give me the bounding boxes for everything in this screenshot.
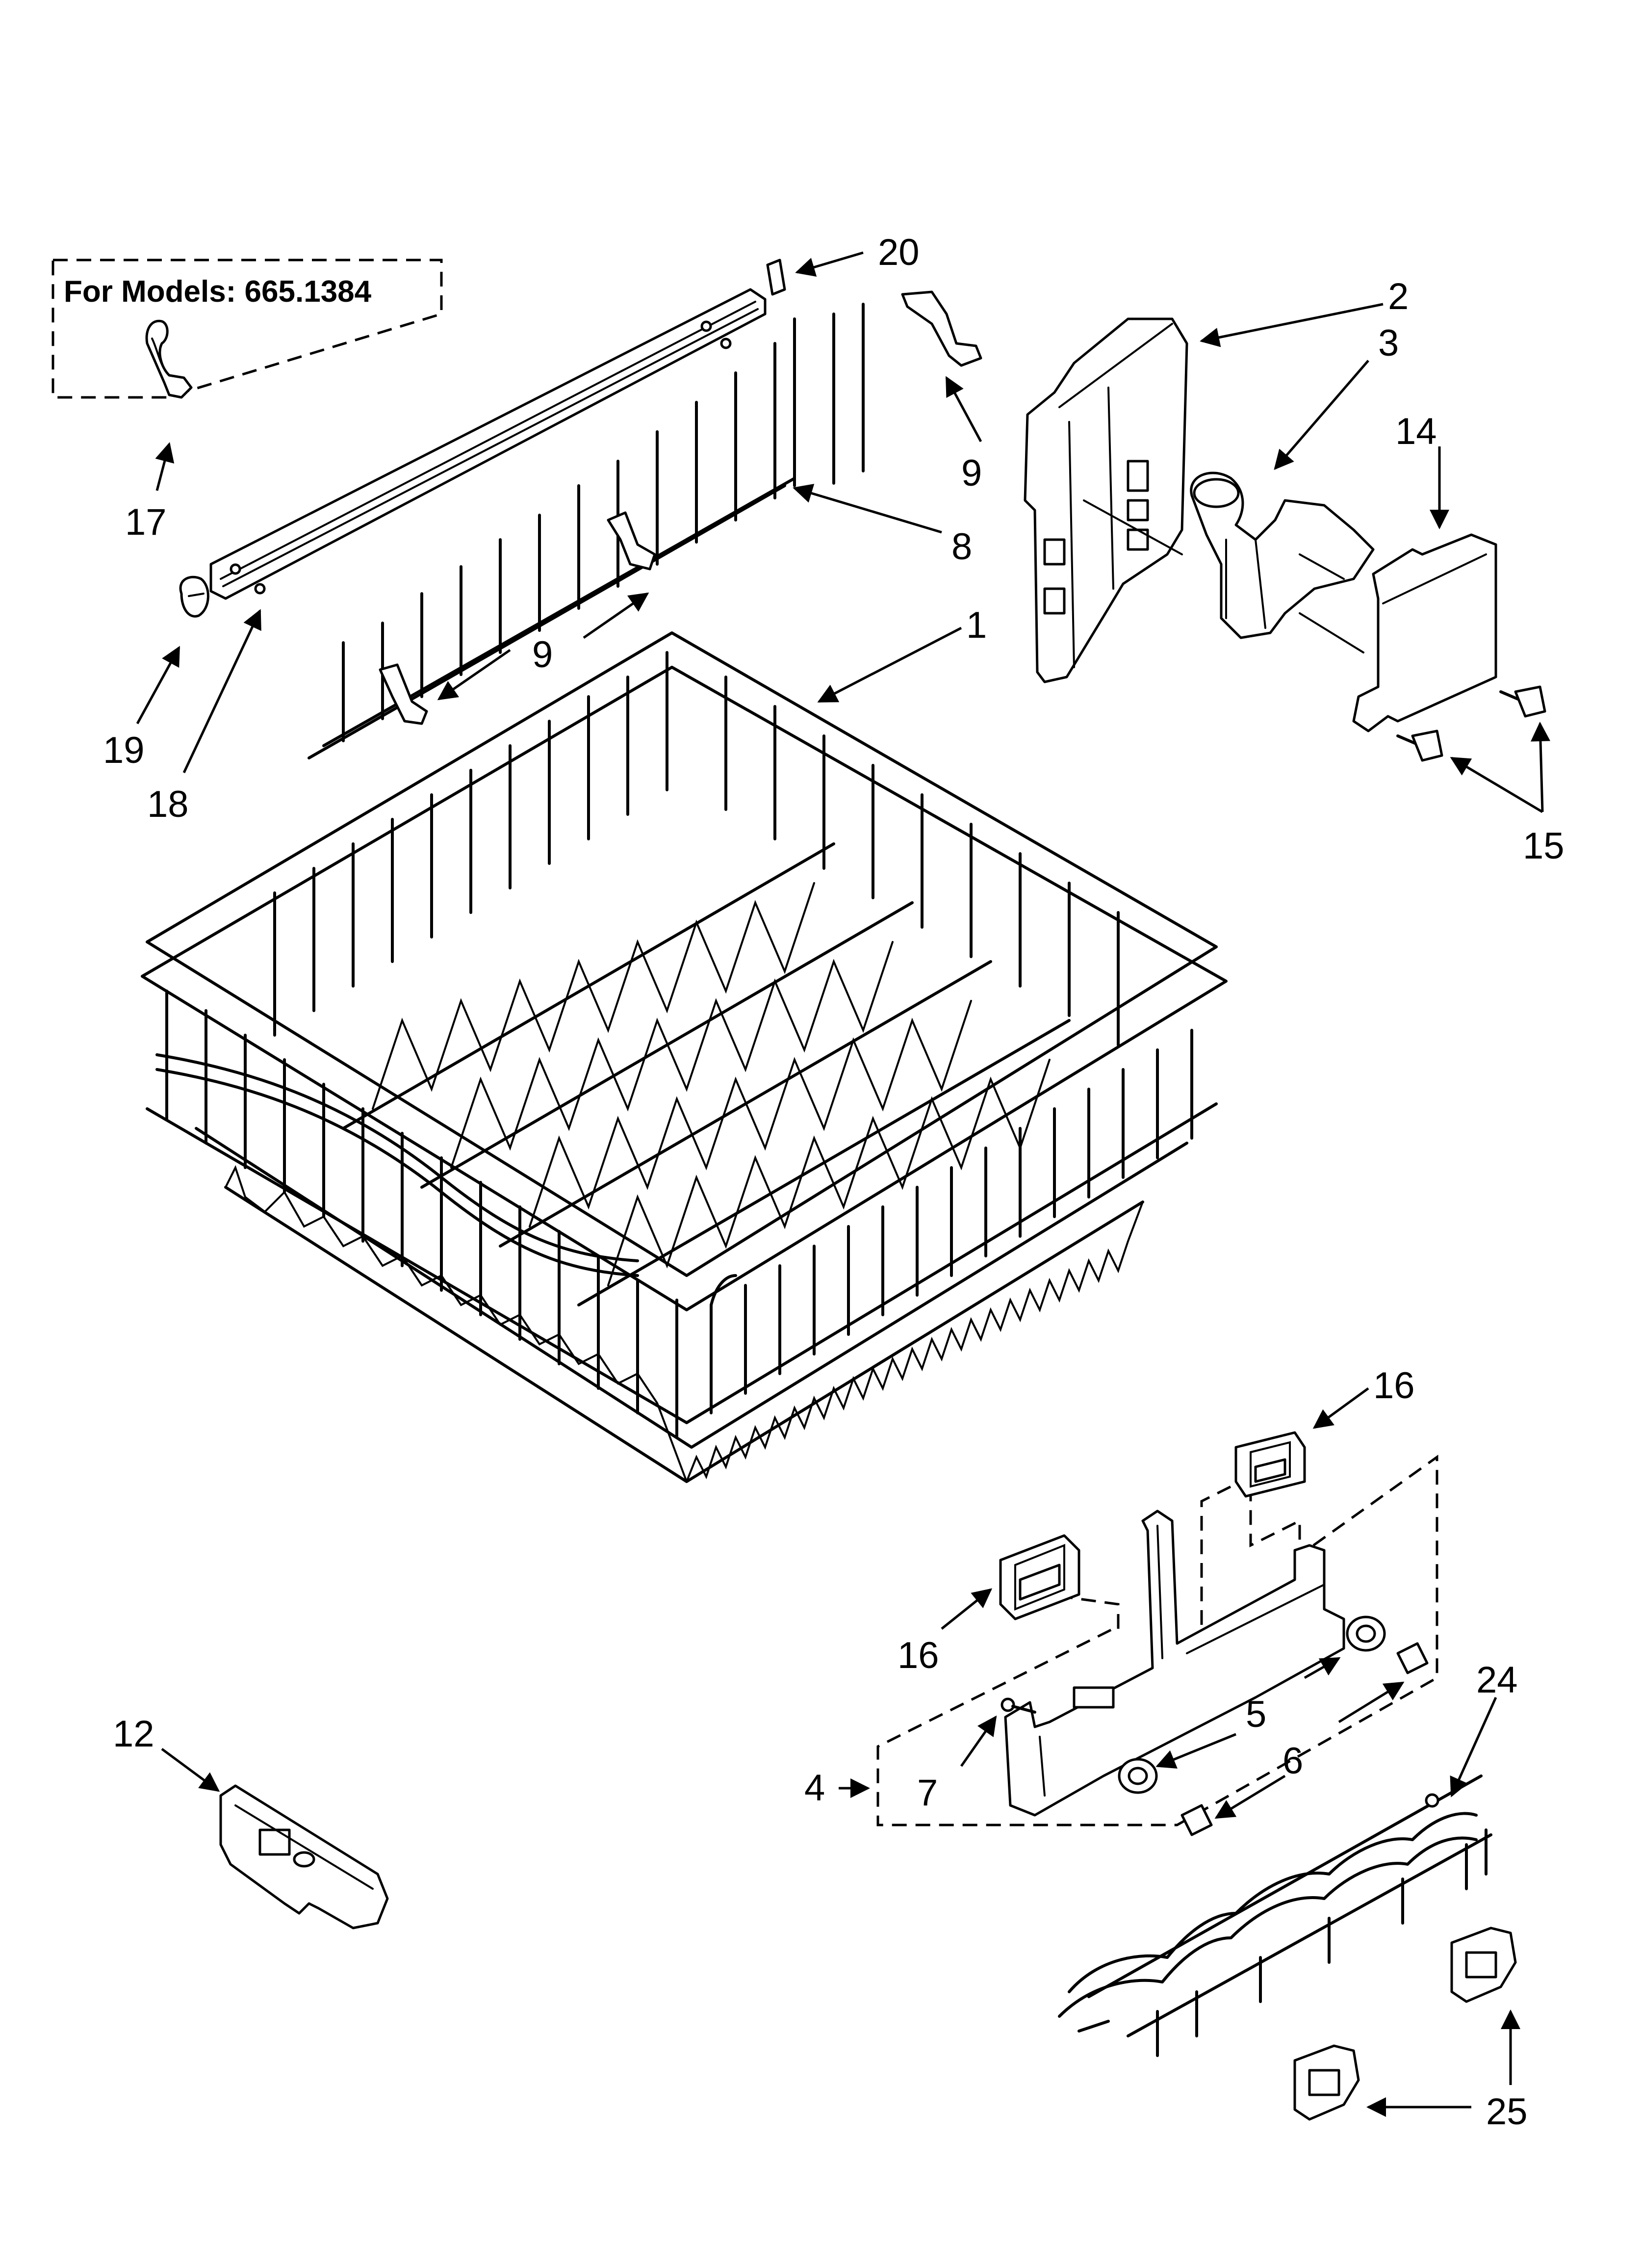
leader-5a <box>1304 1657 1341 1679</box>
part-9-clip-upper <box>901 290 982 367</box>
callout-20: 20 <box>878 232 920 273</box>
leader-9-lower-right <box>583 592 649 639</box>
part-2-adjuster-housing <box>1024 317 1188 683</box>
leader-15a <box>1531 722 1550 812</box>
leader-20 <box>795 251 864 277</box>
model-note-text: For Models: 665.1384 <box>64 275 372 309</box>
callout-25: 25 <box>1486 2091 1528 2133</box>
callout-18: 18 <box>147 783 189 825</box>
leader-2 <box>1200 303 1384 347</box>
part-12-bracket <box>219 1784 389 1929</box>
callout-6: 6 <box>1283 1740 1303 1782</box>
leader-6b <box>1214 1774 1286 1819</box>
callout-4: 4 <box>804 1767 825 1809</box>
part-19-end-cap <box>179 575 209 618</box>
leader-16-upper <box>1312 1387 1369 1429</box>
part-14-cover <box>1352 533 1497 732</box>
part-24-tine-assembly <box>1058 1774 1492 2057</box>
leader-5b <box>1155 1733 1236 1769</box>
callout-5: 5 <box>1246 1694 1266 1735</box>
assembly-line-2-3 <box>1083 499 1183 555</box>
callout-24: 24 <box>1476 1659 1518 1701</box>
part-16-clip-upper <box>1234 1431 1306 1498</box>
callout-3: 3 <box>1378 322 1399 364</box>
callout-15: 15 <box>1523 825 1565 867</box>
leader-3 <box>1274 360 1369 470</box>
part-8-tine-row <box>308 303 865 759</box>
leader-12 <box>161 1747 220 1792</box>
leader-9-upper <box>945 376 982 443</box>
part-7-screw <box>1001 1697 1036 1714</box>
part-1-dishrack <box>141 631 1228 1483</box>
leader-17 <box>155 442 175 491</box>
leader-24 <box>1450 1696 1497 1798</box>
leader-16-lower <box>941 1588 993 1630</box>
part-20-clip <box>766 259 786 296</box>
callout-17: 17 <box>125 501 167 543</box>
callout-2: 2 <box>1388 276 1409 317</box>
callout-16-upper: 16 <box>1373 1365 1415 1407</box>
callout-1: 1 <box>966 604 987 646</box>
callout-19: 19 <box>103 730 145 771</box>
leader-15b <box>1450 756 1543 813</box>
leader-1 <box>817 626 962 703</box>
callout-14: 14 <box>1395 411 1437 452</box>
part-15-screws <box>1396 685 1546 762</box>
part-18-rail <box>209 288 767 600</box>
part-4-bracket <box>1004 1510 1345 1817</box>
leader-18 <box>182 609 261 774</box>
part-16-clip-lower <box>999 1534 1080 1620</box>
assembly-line-3-14 <box>1299 612 1364 653</box>
part-25-clips <box>1293 1927 1517 2121</box>
leader-9-lower-left <box>437 649 511 701</box>
leader-6a <box>1338 1681 1405 1723</box>
callout-9-lower: 9 <box>532 634 553 676</box>
part-3-adjuster-lever <box>1190 471 1375 639</box>
callout-9-upper: 9 <box>961 452 982 494</box>
callout-16-lower: 16 <box>898 1635 939 1676</box>
leader-7 <box>960 1715 997 1767</box>
model-note-box: For Models: 665.1384 <box>51 259 443 399</box>
callout-7: 7 <box>917 1772 938 1814</box>
part-5-wheels <box>1118 1616 1386 1794</box>
callout-8: 8 <box>951 526 972 568</box>
part-17-clip <box>145 319 193 399</box>
leader-8 <box>793 484 942 534</box>
leader-19 <box>136 646 180 725</box>
callout-12: 12 <box>113 1713 154 1755</box>
part-6-axles <box>1180 1642 1429 1836</box>
